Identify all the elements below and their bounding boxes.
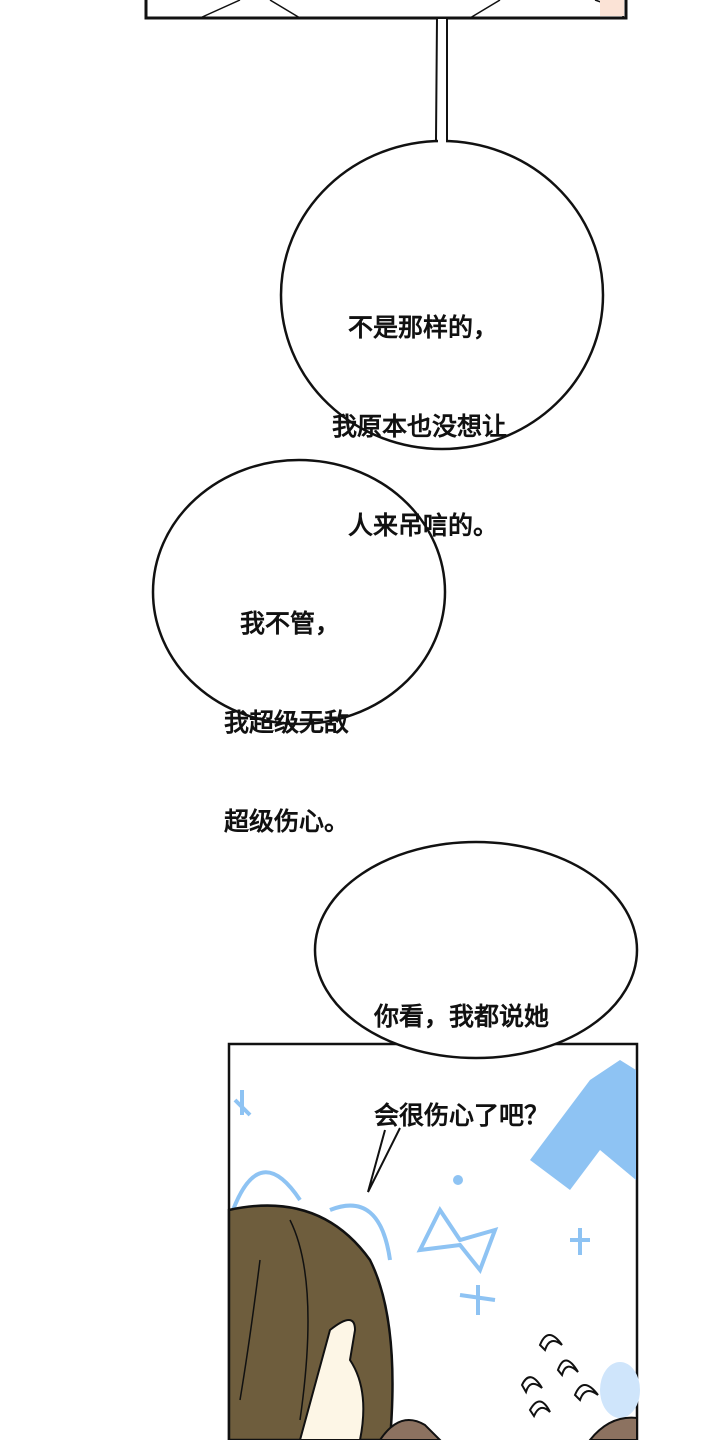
- bottom-panel: [227, 1042, 640, 1440]
- bubble-1-line: 不是那样的，: [348, 313, 499, 342]
- bubble-3-line: 会很伤心了吧？: [374, 1101, 550, 1130]
- speech-bubble-2: [151, 458, 447, 726]
- doodle-decorations: [231, 1090, 590, 1315]
- bubble-2-line: 我超级无敌: [224, 708, 350, 737]
- bubble-1-line: 人来吊唁的。: [348, 511, 499, 540]
- bubble-1-line: 我原本也没想让: [332, 412, 508, 441]
- top-panel: [144, 0, 628, 20]
- bubble-3-text: 你看，我都说她 会很伤心了吧？: [374, 934, 549, 1165]
- bubble-3-line: 你看，我都说她: [374, 1002, 550, 1031]
- bubble-2-line: 我不管，: [240, 609, 341, 638]
- bubble-1-text: 不是那样的， 我原本也没想让 人来吊唁的。: [332, 245, 507, 575]
- speech-bubble-3: [313, 840, 639, 1193]
- speech-bubble-1: [279, 17, 605, 451]
- bubble-2-line: 超级伤心。: [224, 807, 350, 836]
- bubble-2-text: 我不管， 我超级无敌 超级伤心。: [224, 541, 349, 871]
- motion-marks: [520, 1334, 599, 1419]
